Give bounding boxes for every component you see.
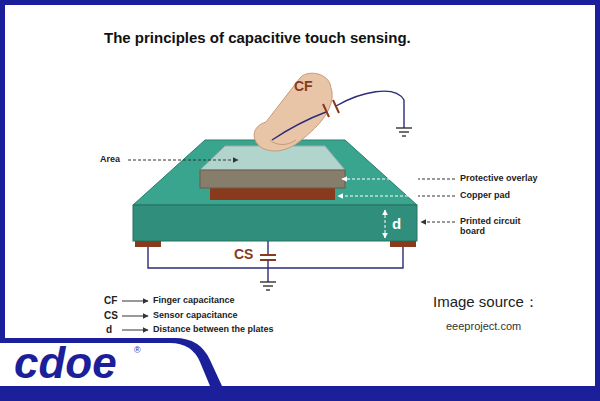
legend-text: Finger capacitance (153, 295, 235, 305)
frame (3, 3, 598, 399)
source-url: eeeproject.com (446, 320, 521, 333)
legend-text: Distance between the plates (153, 324, 274, 334)
capacitor-plate (333, 100, 339, 113)
source-label: Image source： (433, 293, 539, 310)
part-label: Printed circuit board (460, 216, 532, 237)
leader-line (128, 160, 238, 161)
ground-symbol (260, 282, 276, 290)
component-label: CF (294, 78, 313, 94)
legend-arrow (122, 330, 148, 331)
part-label: Area (100, 154, 120, 164)
legend-arrow (122, 301, 148, 302)
dimension-label: d (392, 215, 401, 232)
pcb-front (133, 205, 417, 241)
wire (336, 91, 404, 128)
wire (267, 241, 268, 255)
wire (267, 260, 268, 282)
title: The principles of capacitive touch sensi… (104, 29, 411, 46)
copper-pad (210, 188, 335, 200)
leader-line (418, 179, 455, 180)
leader-line (338, 196, 418, 197)
leader-line (342, 179, 455, 180)
finger (254, 73, 332, 151)
legend-symbol: CS (104, 310, 118, 322)
fingernail (270, 140, 296, 145)
legend-symbol: CF (104, 295, 117, 307)
wire (148, 247, 403, 268)
part-label: Copper pad (460, 190, 510, 200)
capacitor-plate (260, 254, 276, 256)
legend-text: Sensor capacitance (153, 310, 238, 320)
logo-text: cdoe (14, 338, 117, 389)
copper-terminal (135, 241, 161, 247)
leader-line (421, 222, 455, 223)
copper-terminal (390, 241, 416, 247)
wire (272, 112, 326, 140)
component-label: CS (234, 246, 253, 262)
legend-arrow (122, 316, 148, 317)
bottom-band (0, 338, 600, 401)
part-label: Protective overlay (460, 173, 538, 183)
dimension-arrow (385, 210, 386, 238)
registered-mark: ® (134, 345, 141, 355)
legend-symbol: d (106, 324, 112, 336)
capacitor-plate (323, 104, 329, 117)
leader-line (418, 196, 455, 197)
overlay-front (200, 170, 345, 188)
ground-symbol (396, 128, 412, 136)
